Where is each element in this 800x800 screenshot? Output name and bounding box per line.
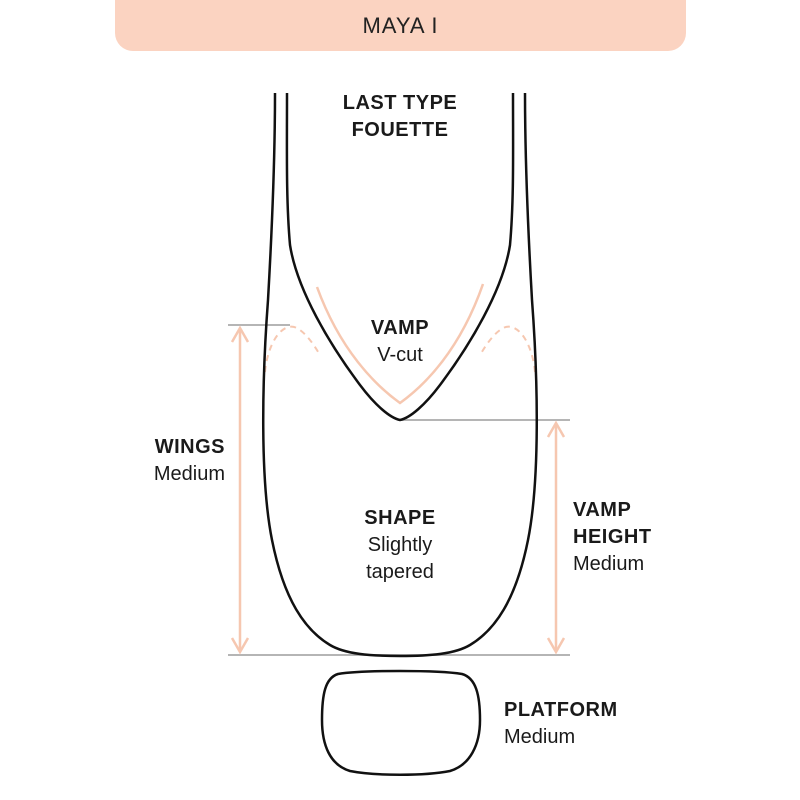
platform-value: Medium: [504, 726, 576, 748]
vamp-height-title-line2: HEIGHT: [573, 526, 652, 548]
right-wing-dashed: [479, 325, 536, 373]
platform-shape: [320, 669, 482, 776]
vamp-height-arrow: [546, 420, 566, 655]
vamp-height-label: VAMP HEIGHT Medium: [573, 497, 693, 578]
shape-value-line2: tapered: [366, 561, 434, 583]
shoe-inner-outline: [285, 92, 515, 422]
vamp-height-title-line1: VAMP: [573, 499, 632, 521]
vamp-height-value: Medium: [573, 553, 645, 575]
header-bar: MAYA I: [115, 0, 686, 51]
shape-title: SHAPE: [364, 507, 436, 529]
platform-label: PLATFORM Medium: [504, 697, 664, 751]
last-type-value: FOUETTE: [351, 119, 449, 141]
last-type-title: LAST TYPE: [342, 92, 458, 114]
platform-title: PLATFORM: [504, 699, 618, 721]
vamp-vcut-curve: [315, 283, 485, 405]
model-title: MAYA I: [362, 12, 439, 38]
wings-title: WINGS: [154, 436, 225, 458]
shape-value-line1: Slightly: [367, 534, 433, 556]
left-wing-dashed: [264, 325, 321, 373]
vamp-value: V-cut: [377, 344, 423, 366]
wings-arrow: [230, 325, 250, 655]
vamp-title: VAMP: [370, 317, 430, 339]
shape-label: SHAPE Slightly tapered: [330, 505, 470, 586]
wings-label: WINGS Medium: [100, 434, 225, 488]
wings-value: Medium: [153, 463, 225, 485]
last-type-label: LAST TYPE FOUETTE: [320, 90, 480, 144]
shoe-outer-outline: [262, 92, 538, 658]
vamp-label: VAMP V-cut: [330, 315, 470, 369]
